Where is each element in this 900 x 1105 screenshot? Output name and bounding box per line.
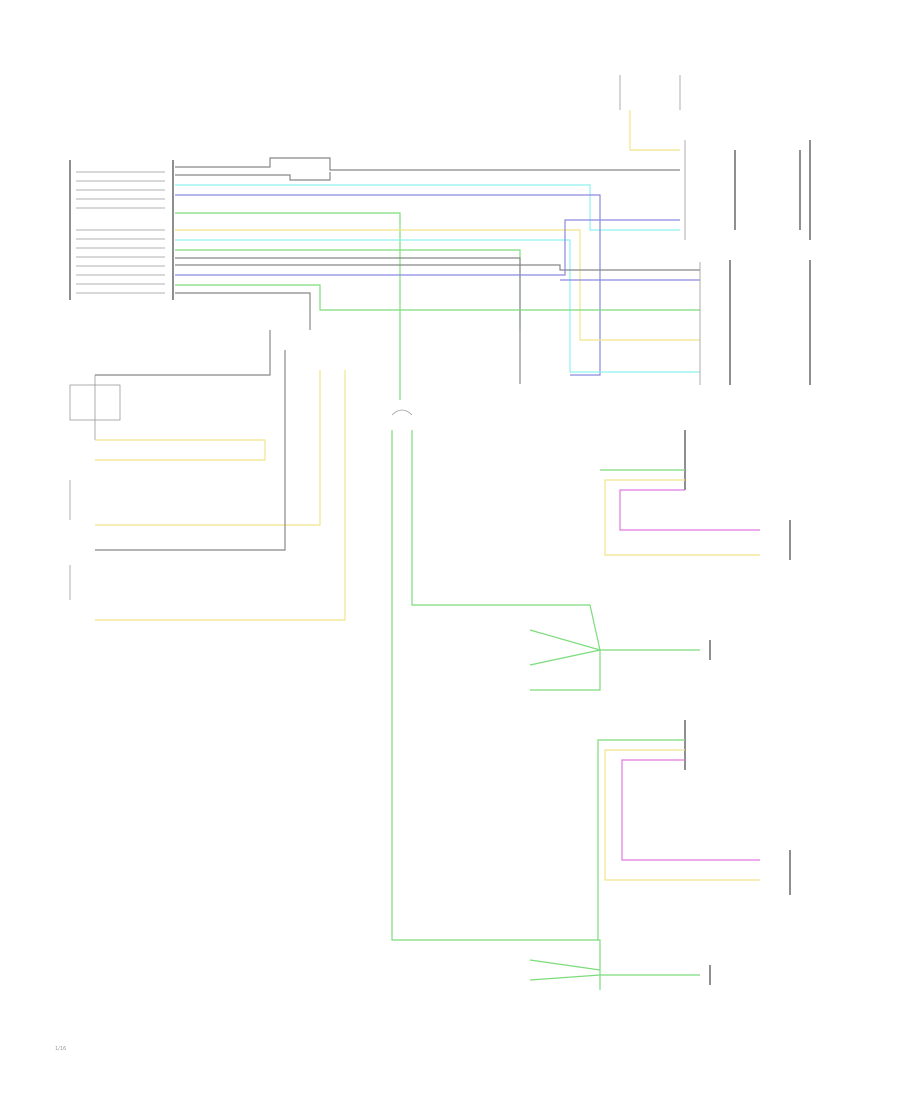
wire-black-2 xyxy=(175,172,331,181)
wire-black-5 xyxy=(175,292,311,330)
wire-blue-2 xyxy=(175,219,680,276)
wire-green-2 xyxy=(175,249,521,330)
connector-block-1 xyxy=(600,430,791,560)
wire-yellow-top xyxy=(175,229,700,341)
wire-green-3 xyxy=(175,284,700,311)
wire-black-3 xyxy=(175,257,521,384)
wire-black-1 xyxy=(175,157,680,171)
wire-cyan-top xyxy=(175,184,680,231)
green-harness xyxy=(391,409,700,990)
upper-right-sensor xyxy=(619,75,811,240)
wire-black-4 xyxy=(175,264,700,271)
wire-cyan-2 xyxy=(175,239,700,373)
top-wire-group xyxy=(175,157,700,400)
left-switch-group xyxy=(69,330,346,621)
wire-green-top xyxy=(175,212,401,400)
left-module-connector xyxy=(69,160,174,300)
right-switch-module xyxy=(699,260,811,385)
page-code: 1/16 xyxy=(55,1046,67,1052)
connector-block-2 xyxy=(597,640,791,985)
wire-blue-top xyxy=(175,194,601,376)
